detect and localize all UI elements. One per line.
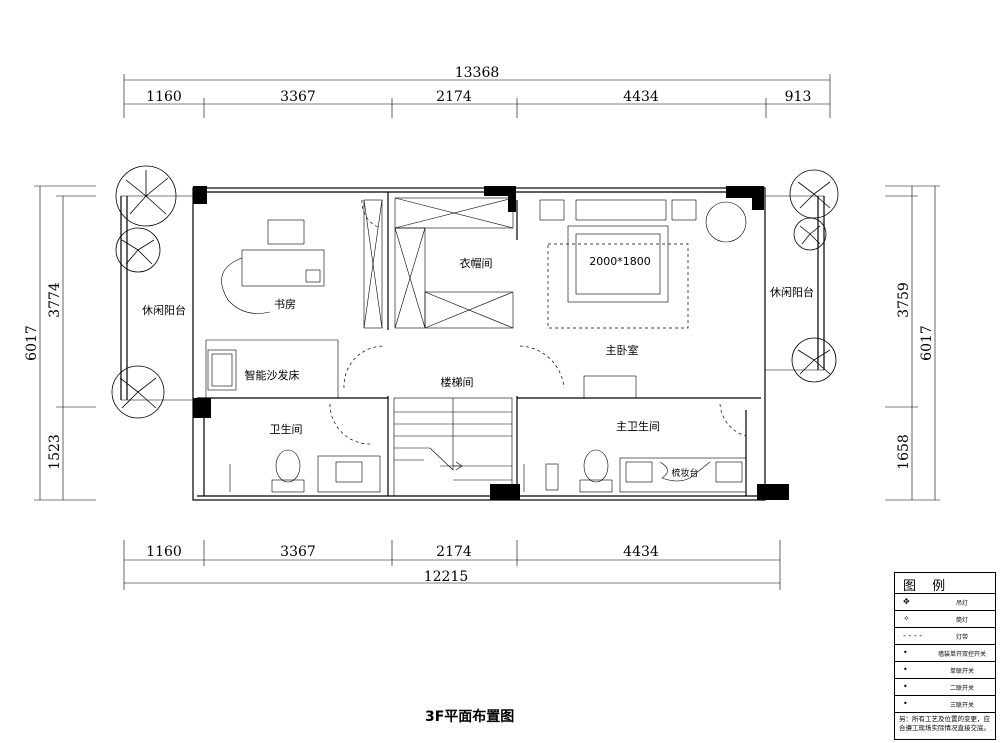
legend-label: 筒灯 [955, 617, 968, 624]
tree-icon [111, 365, 165, 419]
tree-icon [791, 337, 837, 383]
legend-row: ✥ 吊灯 [895, 594, 995, 611]
left-total-dimension: 6017 [24, 325, 40, 361]
top-dimension-4: 4434 [623, 89, 659, 105]
legend-row: • 墙装单开双控开关 [895, 645, 995, 662]
top-total-dimension: 13368 [455, 65, 500, 81]
bottom-dimension-4: 4434 [623, 544, 659, 560]
study-furniture [221, 219, 325, 314]
tree-icon [793, 217, 827, 251]
downlight-icon: ✧ [903, 614, 910, 623]
bottom-dimension-1: 1160 [146, 544, 182, 560]
top-dimension-3: 2174 [436, 89, 472, 105]
room-label-master-bedroom: 主卧室 [606, 343, 639, 357]
stairs [393, 397, 513, 497]
legend-row: ✧ 筒灯 [895, 611, 995, 628]
sofa-bed [207, 349, 237, 391]
room-label-stair: 楼梯间 [441, 375, 474, 389]
tree-icon [789, 169, 839, 219]
pendant-lamp-icon: ✥ [903, 597, 910, 606]
bottom-dimension-lines: 1160 3367 2174 4434 12215 [123, 540, 781, 590]
legend-label: 单联开关 [949, 668, 974, 675]
single-switch-icon: • [903, 665, 908, 674]
light-strip-icon: - - - - [903, 631, 923, 640]
walls [120, 187, 825, 501]
legend-title: 图 例 [895, 573, 995, 594]
room-label-study: 书房 [274, 298, 296, 311]
legend-panel: 图 例 ✥ 吊灯 ✧ 筒灯 - - - - 灯带 • 墙装单开双控开关 • 单联… [894, 572, 996, 740]
double-control-switch-icon: • [903, 648, 908, 657]
bottom-dimension-3: 2174 [436, 544, 472, 560]
pillars [193, 186, 789, 500]
room-label-balcony-left: 休闲阳台 [142, 303, 186, 317]
drawing-caption: 3F平面布置图 [425, 709, 515, 725]
bathroom-fixtures [229, 449, 747, 493]
trees [111, 165, 839, 419]
right-total-dimension: 6017 [919, 325, 935, 361]
triple-switch-icon: • [903, 699, 908, 708]
legend-label: 灯带 [955, 634, 968, 641]
room-label-bathroom: 卫生间 [270, 422, 303, 436]
cloakroom-wardrobes [363, 197, 514, 329]
legend-row: • 三联开关 [895, 696, 995, 713]
room-label-sofa-bed: 智能沙发床 [245, 368, 300, 382]
top-dimension-2: 3367 [280, 89, 316, 105]
tree-icon [115, 165, 177, 227]
right-upper-dimension: 3759 [896, 282, 912, 318]
right-lower-dimension: 1658 [896, 434, 912, 470]
master-bed [539, 199, 747, 399]
top-dimension-1: 1160 [146, 89, 182, 105]
room-labels: 休闲阳台 书房 智能沙发床 卫生间 衣帽间 楼梯间 主卧室 2000*1800 … [142, 255, 814, 479]
room-label-cloakroom: 衣帽间 [460, 256, 493, 270]
legend-label: 吊灯 [955, 600, 968, 607]
legend-row: • 单联开关 [895, 662, 995, 679]
legend-label: 三联开关 [949, 702, 974, 709]
double-switch-icon: • [903, 682, 908, 691]
left-upper-dimension: 3774 [47, 282, 63, 318]
right-dimension-lines: 3759 6017 1658 [885, 185, 940, 501]
bed-size-label: 2000*1800 [589, 255, 651, 268]
left-dimension-lines: 6017 3774 1523 [24, 185, 96, 501]
room-label-master-bathroom: 主卫生间 [616, 419, 660, 433]
tree-icon [115, 227, 161, 273]
bottom-total-dimension: 12215 [424, 569, 469, 585]
room-label-balcony-right: 休闲阳台 [770, 285, 814, 299]
left-lower-dimension: 1523 [47, 434, 63, 470]
legend-label: 二联开关 [949, 685, 974, 692]
legend-label: 墙装单开双控开关 [937, 651, 986, 658]
legend-row: • 二联开关 [895, 679, 995, 696]
bottom-dimension-2: 3367 [280, 544, 316, 560]
top-dimension-lines: 13368 1160 3367 2174 4434 913 [123, 65, 831, 118]
top-dimension-5: 913 [785, 89, 812, 105]
legend-note: 另：所有工艺及位置的变更，应合遵工现场实际情况直接交底。 [899, 715, 990, 732]
door-swings [329, 199, 747, 445]
room-label-vanity: 梳妆台 [671, 467, 698, 479]
legend-row: - - - - 灯带 [895, 628, 995, 645]
